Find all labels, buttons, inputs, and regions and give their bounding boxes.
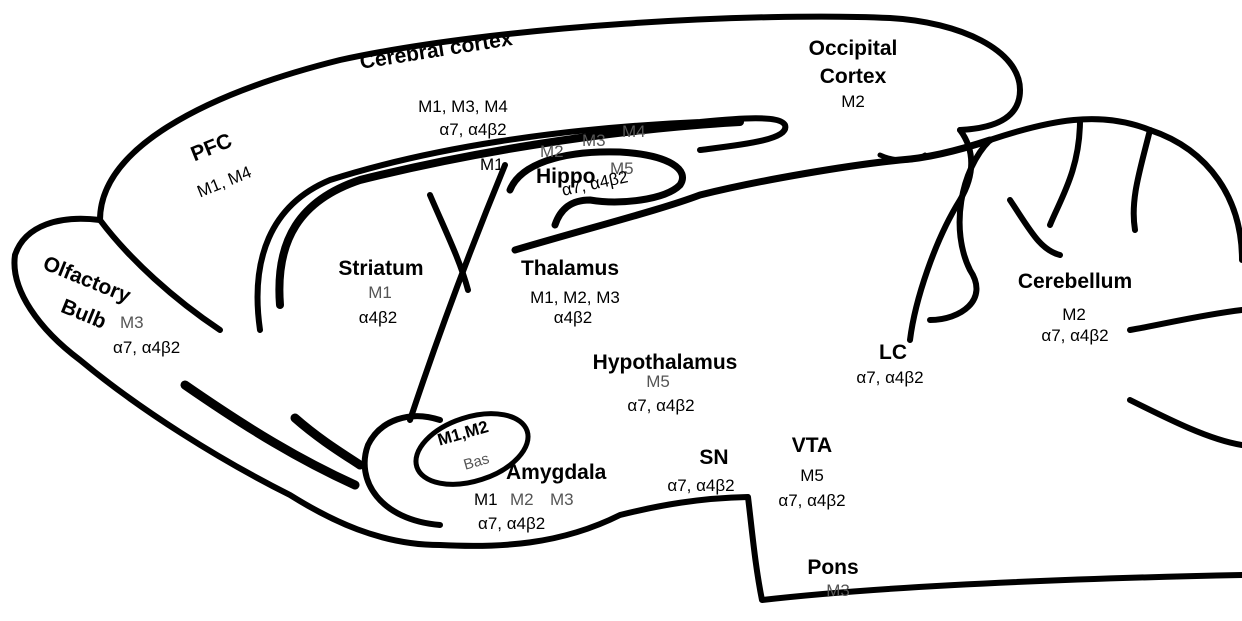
cerebellum-nicotinic: α7, α4β2 (1041, 327, 1108, 344)
olfactory-tract-1 (185, 385, 355, 485)
occipital-cortex-receptors: M2 (841, 93, 865, 110)
pons-label: Pons (807, 557, 858, 578)
cerebellum-folia-3 (1130, 310, 1242, 330)
cerebellum-folia-1 (1050, 120, 1080, 225)
cerebral-cortex-receptors-2: α7, α4β2 (439, 121, 506, 138)
cerebellum-m2: M2 (1062, 306, 1086, 323)
thalamus-nicotinic: α4β2 (554, 309, 593, 326)
hypothalamus-m5: M5 (646, 373, 670, 390)
occipital-cortex-label-1: Occipital (809, 38, 898, 59)
olfactory-bulb-inner (100, 220, 220, 330)
cerebellum-folia-2 (1134, 130, 1150, 230)
vta-nicotinic: α7, α4β2 (778, 492, 845, 509)
hippo-m3: M3 (582, 132, 606, 149)
cerebral-cortex-receptors-1: M1, M3, M4 (418, 98, 508, 115)
olfactory-bulb-nicotinic: α7, α4β2 (113, 339, 180, 356)
sn-label: SN (699, 447, 728, 468)
amygdala-m3: M3 (550, 491, 574, 508)
pons-m3: M3 (826, 582, 850, 599)
striatum-boundary (430, 195, 468, 290)
striatum-thalamus-divider (410, 165, 505, 420)
vta-m5: M5 (800, 467, 824, 484)
cerebellum-label: Cerebellum (1018, 271, 1132, 292)
hippo-m1: M1 (480, 156, 504, 173)
amygdala-outline (365, 416, 440, 525)
amygdala-m1: M1 (474, 491, 498, 508)
vta-label: VTA (792, 435, 832, 456)
lc-label: LC (879, 342, 907, 363)
cerebellum-folia-5 (1010, 200, 1060, 255)
hypothalamus-label: Hypothalamus (593, 352, 738, 373)
amygdala-m2: M2 (510, 491, 534, 508)
striatum-m1: M1 (368, 284, 392, 301)
hippo-m4: M4 (622, 123, 646, 140)
thalamus-muscarinic: M1, M2, M3 (530, 289, 620, 306)
amygdala-label: Amygdala (506, 462, 606, 483)
hippo-m2: M2 (540, 143, 564, 160)
sn-nicotinic: α7, α4β2 (667, 477, 734, 494)
striatum-nicotinic: α4β2 (359, 309, 398, 326)
striatum-label: Striatum (338, 258, 423, 279)
lc-nicotinic: α7, α4β2 (856, 369, 923, 386)
olfactory-bulb-m3: M3 (120, 314, 144, 331)
amygdala-nicotinic: α7, α4β2 (478, 515, 545, 532)
thalamus-label: Thalamus (521, 258, 619, 279)
cerebellum-folia-4 (1130, 400, 1242, 445)
occipital-cortex-label-2: Cortex (820, 66, 887, 87)
hypothalamus-nicotinic: α7, α4β2 (627, 397, 694, 414)
